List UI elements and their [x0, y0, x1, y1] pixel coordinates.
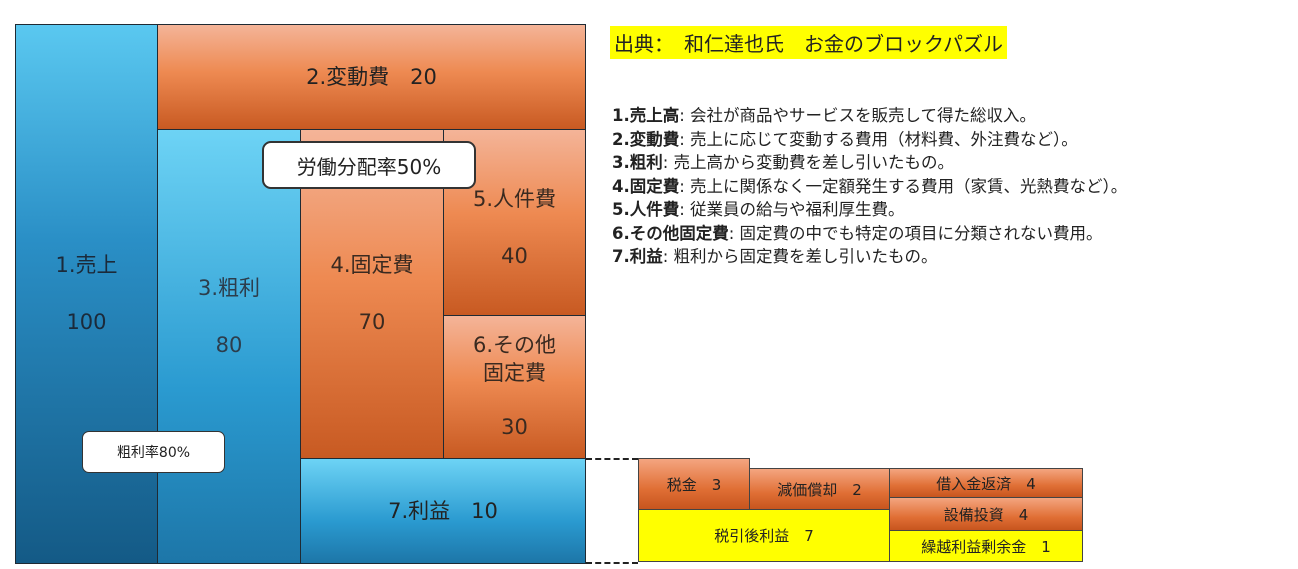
sales-label: 1.売上: [55, 253, 118, 278]
after-tax-profit-label: 税引後利益 7: [714, 527, 814, 545]
connector-top-dash: [586, 458, 638, 460]
depreciation-block: 減価償却 2: [749, 468, 890, 510]
profit-label: 7.利益 10: [388, 498, 498, 523]
definition-term: 6.その他固定費: [612, 223, 729, 243]
retained-surplus-block: 繰越利益剰余金 1: [889, 530, 1083, 562]
definition-term: 4.固定費: [612, 176, 680, 196]
profit-block: 7.利益 10: [300, 458, 586, 564]
definition-desc: : 売上に関係なく一定額発生する費用（家賃、光熱費など）。: [679, 176, 1128, 196]
personnel-cost-text: 5.人件費 40: [473, 157, 556, 299]
personnel-cost-value: 40: [501, 243, 528, 268]
definition-item: 4.固定費: 売上に関係なく一定額発生する費用（家賃、光熱費など）。: [612, 175, 1127, 199]
definition-item: 1.売上高: 会社が商品やサービスを販売して得た総収入。: [612, 104, 1127, 128]
definition-item: 2.変動費: 売上に応じて変動する費用（材料費、外注費など）。: [612, 128, 1127, 152]
after-tax-profit-block: 税引後利益 7: [638, 509, 890, 562]
labor-share-callout: 労働分配率50%: [262, 141, 476, 189]
variable-cost-block: 2.変動費 20: [157, 24, 586, 130]
definition-desc: : 粗利から固定費を差し引いたもの。: [662, 247, 938, 266]
capex-label: 設備投資 4: [943, 505, 1029, 524]
other-fixed-cost-block: 6.その他 固定費 30: [443, 315, 586, 459]
gross-profit-block: 3.粗利 80: [157, 129, 301, 564]
gross-margin-text: 粗利率80%: [116, 445, 191, 461]
personnel-cost-label: 5.人件費: [472, 186, 557, 211]
sales-text: 1.売上 100: [55, 223, 117, 365]
definition-term: 2.変動費: [612, 129, 680, 149]
definition-item: 5.人件費: 従業員の給与や福利厚生費。: [612, 198, 1127, 222]
other-fixed-cost-value: 30: [501, 415, 528, 440]
fixed-cost-label: 4.固定費: [330, 253, 414, 278]
gross-profit-text: 3.粗利 80: [198, 246, 260, 388]
definition-term: 7.利益: [612, 247, 663, 266]
definition-item: 6.その他固定費: 固定費の中でも特定の項目に分類されない費用。: [612, 222, 1127, 246]
variable-cost-label: 2.変動費 20: [306, 64, 437, 89]
loan-repayment-label: 借入金返済 4: [936, 474, 1036, 493]
definition-desc: : 固定費の中でも特定の項目に分類されない費用。: [728, 223, 1103, 243]
definition-desc: : 会社が商品やサービスを販売して得た総収入。: [679, 106, 1037, 125]
definition-term: 5.人件費: [612, 200, 680, 219]
definition-term: 1.売上高: [612, 106, 680, 125]
sales-value: 100: [66, 310, 107, 335]
fixed-cost-text: 4.固定費 70: [330, 223, 413, 365]
other-fixed-cost-text: 6.その他 固定費 30: [473, 305, 556, 469]
capex-block: 設備投資 4: [889, 497, 1083, 531]
sales-block: 1.売上 100: [15, 24, 158, 564]
definition-desc: : 売上に応じて変動する費用（材料費、外注費など）。: [679, 129, 1078, 149]
definitions-list: 1.売上高: 会社が商品やサービスを販売して得た総収入。 2.変動費: 売上に応…: [612, 104, 1127, 269]
personnel-cost-block: 5.人件費 40: [443, 129, 586, 316]
gross-profit-label: 3.粗利: [197, 275, 261, 300]
source-title: 出典： 和仁達也氏 お金のブロックパズル: [610, 26, 1007, 59]
tax-block: 税金 3: [638, 458, 750, 510]
labor-share-text: 労働分配率50%: [296, 154, 442, 179]
definition-item: 3.粗利: 売上高から変動費を差し引いたもの。: [612, 151, 1127, 175]
retained-surplus-label: 繰越利益剰余金 1: [921, 537, 1051, 556]
definition-desc: : 売上高から変動費を差し引いたもの。: [662, 153, 955, 172]
other-fixed-cost-label: 6.その他 固定費: [472, 333, 557, 385]
gross-margin-callout: 粗利率80%: [82, 431, 225, 473]
fixed-cost-value: 70: [358, 310, 386, 335]
definition-item: 7.利益: 粗利から固定費を差し引いたもの。: [612, 245, 1127, 269]
loan-repayment-block: 借入金返済 4: [889, 468, 1083, 498]
depreciation-label: 減価償却 2: [777, 480, 862, 499]
definition-desc: : 従業員の給与や福利厚生費。: [679, 200, 905, 219]
definition-term: 3.粗利: [612, 153, 663, 172]
connector-bottom-dash: [586, 562, 638, 564]
gross-profit-value: 80: [215, 332, 243, 357]
tax-label: 税金 3: [666, 475, 722, 494]
